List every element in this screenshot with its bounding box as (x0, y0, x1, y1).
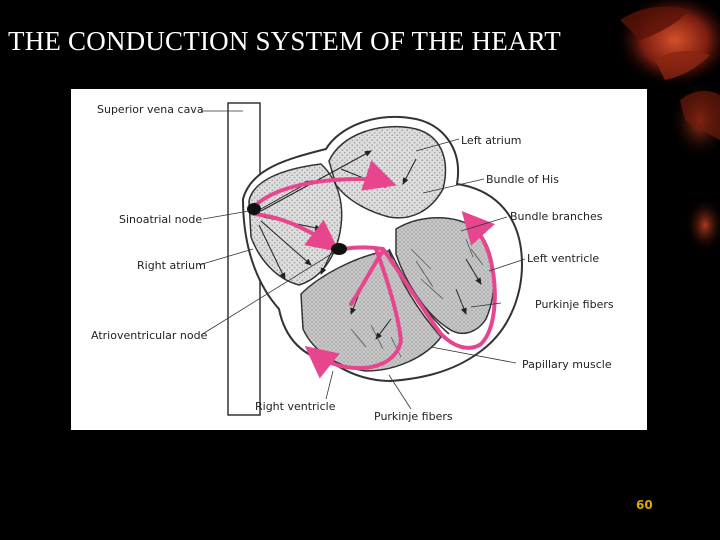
slide-title: THE CONDUCTION SYSTEM OF THE HEART (8, 26, 561, 56)
sinoatrial-node (247, 203, 261, 215)
label-atrioventricular-node: Atrioventricular node (91, 329, 208, 342)
label-right-atrium: Right atrium (137, 259, 206, 272)
heart-illustration (198, 102, 526, 416)
label-right-ventricle: Right ventricle (255, 400, 336, 413)
label-purkinje-fibers-bottom: Purkinje fibers (374, 410, 453, 423)
label-bundle-branches: Bundle branches (510, 210, 603, 223)
label-left-atrium: Left atrium (461, 134, 522, 147)
flame-decoration (615, 0, 720, 253)
label-bundle-of-his: Bundle of His (486, 173, 559, 186)
label-purkinje-fibers-right: Purkinje fibers (535, 298, 614, 311)
label-sinoatrial-node: Sinoatrial node (119, 213, 203, 226)
label-superior-vena-cava: Superior vena cava (97, 103, 204, 116)
page-number: 60 (636, 498, 653, 512)
conduction-pathway (252, 160, 497, 379)
label-papillary-muscle: Papillary muscle (522, 358, 612, 371)
leader-lines (198, 110, 526, 410)
atrioventricular-node (331, 243, 347, 255)
heart-diagram: Superior vena cava Left atrium Bundle of… (71, 89, 647, 430)
label-left-ventricle: Left ventricle (527, 252, 600, 265)
